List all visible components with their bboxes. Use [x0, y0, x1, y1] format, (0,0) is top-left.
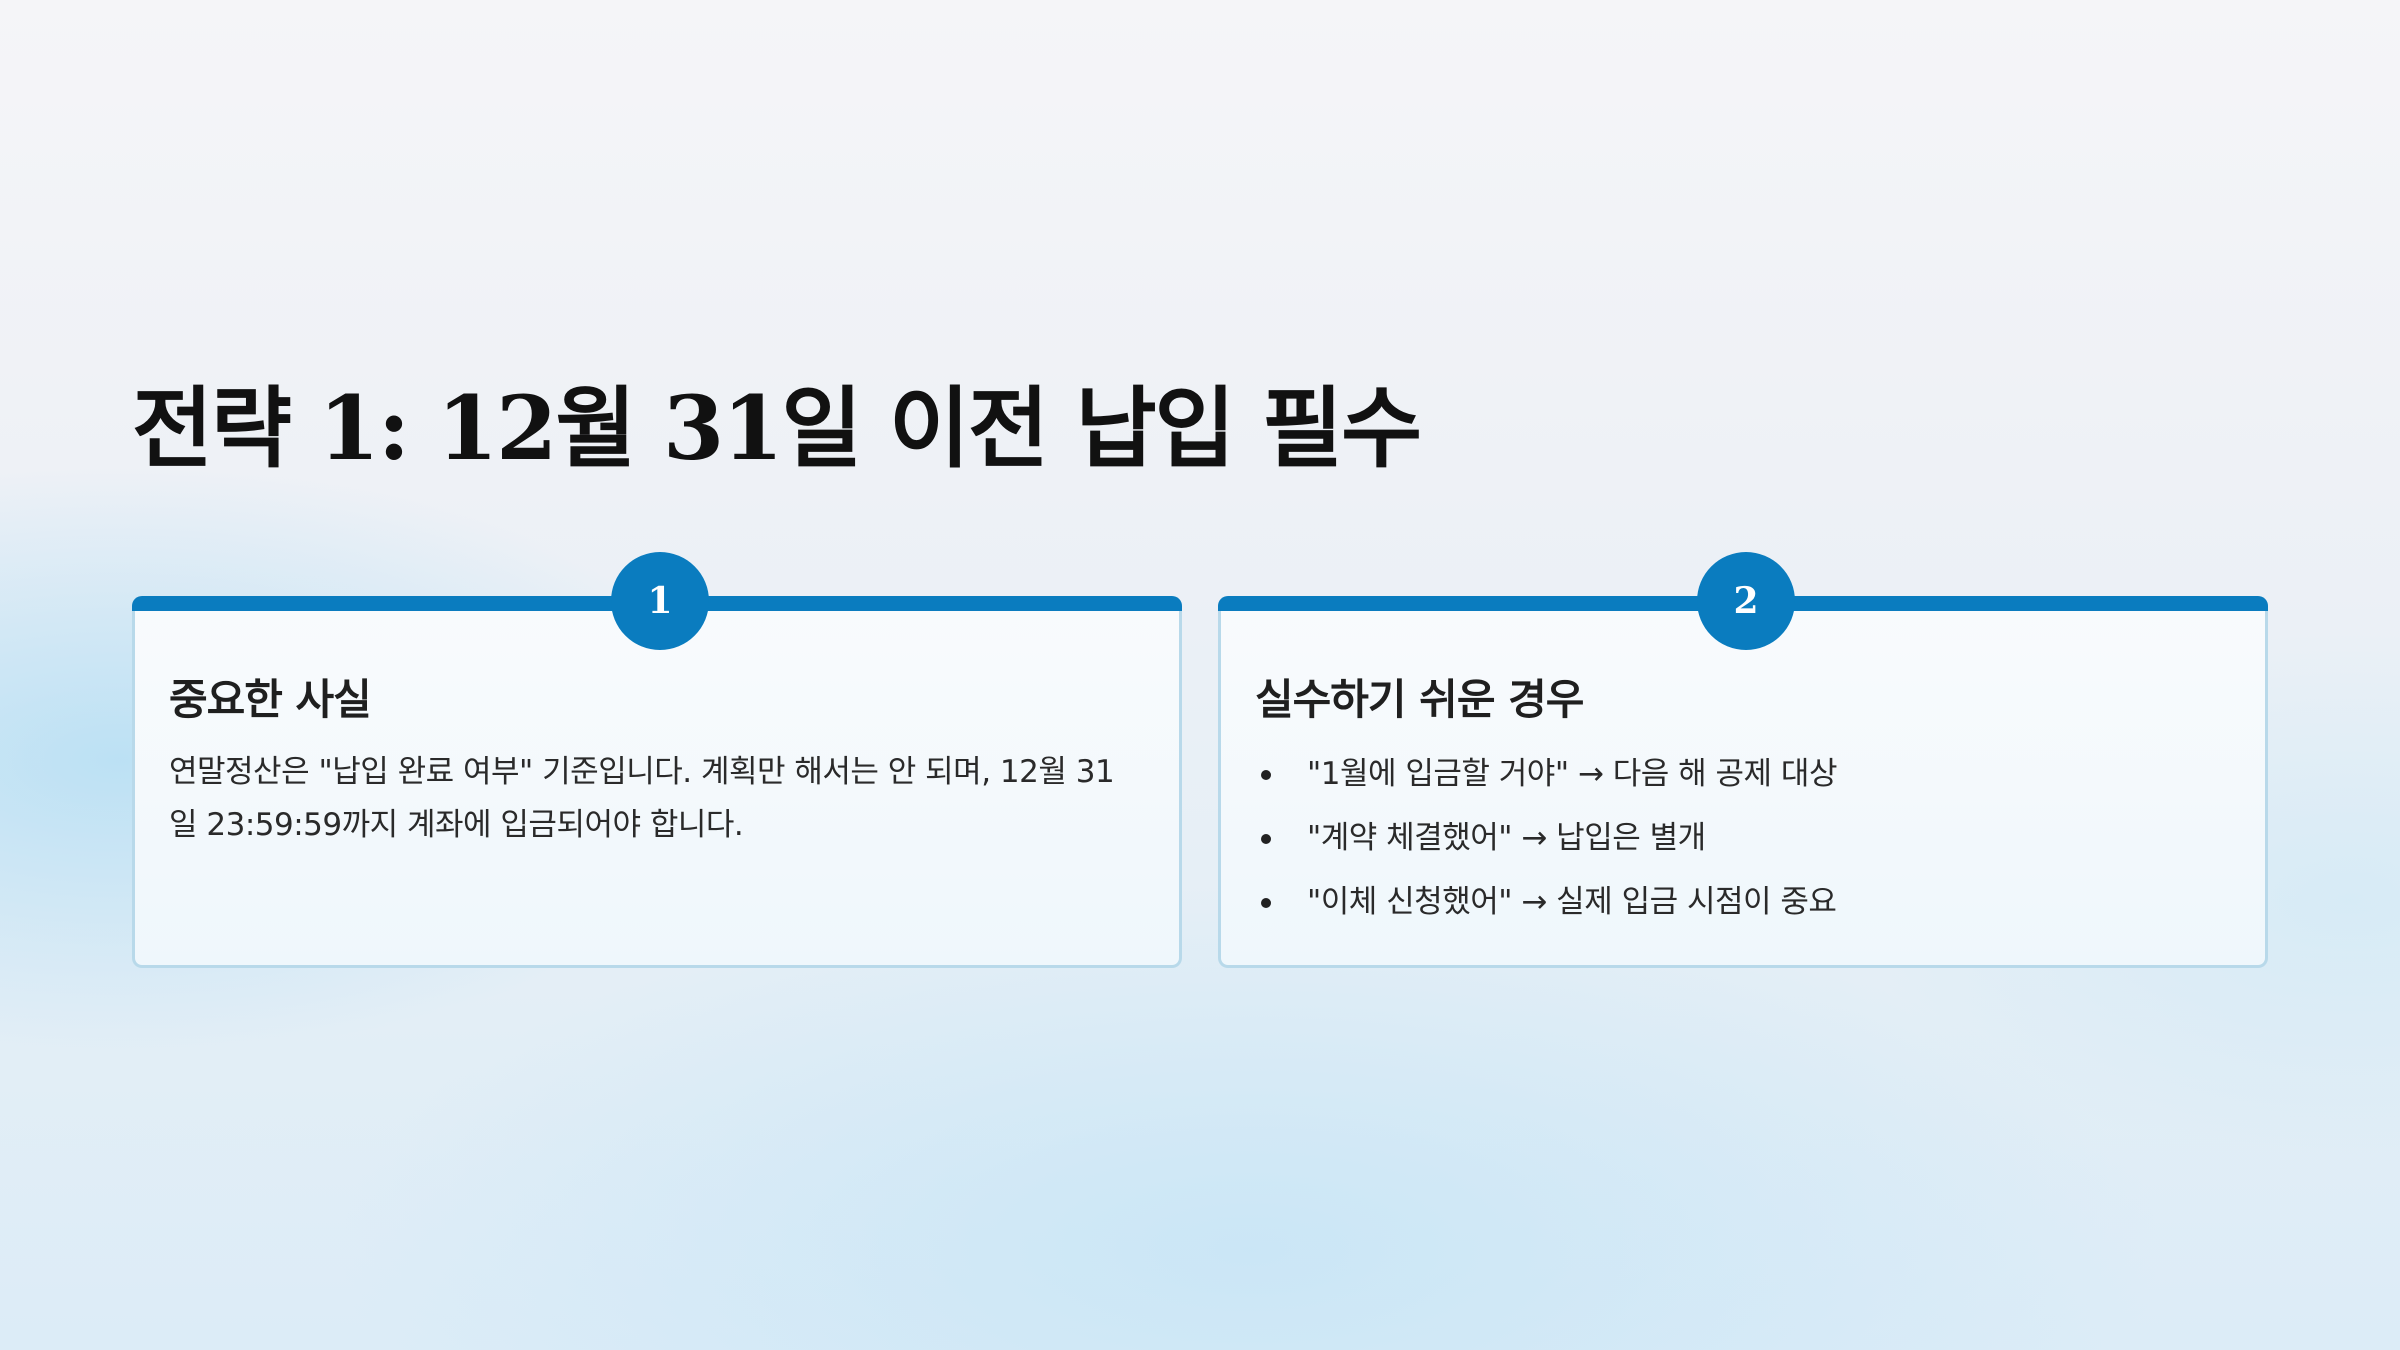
list-item: "1월에 입금할 거야" → 다음 해 공제 대상: [1255, 746, 1837, 810]
card-number-badge: 1: [611, 552, 709, 650]
slide-title: 전략 1: 12월 31일 이전 납입 필수: [132, 376, 1422, 480]
list-item-text: "1월에 입금할 거야" → 다음 해 공제 대상: [1307, 756, 1837, 792]
mistake-list: "1월에 입금할 거야" → 다음 해 공제 대상 "계약 체결했어" → 납입…: [1255, 746, 1837, 938]
list-item: "이체 신청했어" → 실제 입금 시점이 중요: [1255, 874, 1837, 938]
bullet-dot-icon: [1261, 834, 1271, 844]
bullet-dot-icon: [1261, 898, 1271, 908]
card-common-mistakes: 2 실수하기 쉬운 경우 "1월에 입금할 거야" → 다음 해 공제 대상 "…: [1218, 552, 2268, 968]
card-body-text: 연말정산은 "납입 완료 여부" 기준입니다. 계획만 해서는 안 되며, 12…: [169, 754, 1115, 843]
card-heading: 실수하기 쉬운 경우: [1255, 675, 1584, 724]
list-item-text: "이체 신청했어" → 실제 입금 시점이 중요: [1307, 884, 1837, 920]
bullet-dot-icon: [1261, 770, 1271, 780]
card-heading: 중요한 사실: [169, 675, 372, 724]
card-number-badge: 2: [1697, 552, 1795, 650]
list-item: "계약 체결했어" → 납입은 별개: [1255, 810, 1837, 874]
card-important-fact: 1 중요한 사실 연말정산은 "납입 완료 여부" 기준입니다. 계획만 해서는…: [132, 552, 1182, 968]
list-item-text: "계약 체결했어" → 납입은 별개: [1307, 820, 1706, 856]
